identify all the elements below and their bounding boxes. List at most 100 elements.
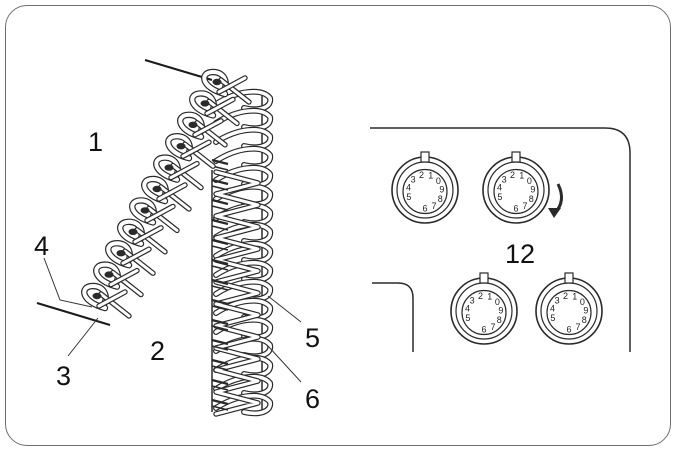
dial-scale-number: 7	[432, 201, 437, 211]
diagonal-cross-thread	[108, 267, 140, 288]
dial-scale-number: 4	[406, 182, 411, 192]
dial-scale-number: 1	[519, 171, 524, 181]
needle-stitch	[211, 245, 229, 251]
dial-scale-number: 8	[582, 315, 587, 325]
needle-stitch	[211, 405, 229, 411]
dial-scale-number: 4	[497, 182, 502, 192]
leader-line-4	[43, 257, 93, 308]
diagonal-cross-thread	[156, 182, 188, 202]
needle-stitch	[211, 285, 229, 291]
needle-stitch	[211, 158, 229, 166]
dial-scale-number: 9	[439, 185, 444, 195]
dial-scale-number: 3	[502, 174, 507, 184]
needle-stitch	[211, 225, 229, 231]
needle-stitch	[211, 365, 229, 371]
diagonal-cross-thread	[218, 77, 252, 105]
thread-tail-top	[144, 59, 213, 81]
leader-line-6	[267, 345, 302, 383]
dial-scale-number: 3	[470, 295, 475, 305]
diagonal-needle-point	[116, 250, 126, 257]
diagonal-cross-thread	[144, 203, 176, 224]
diagonal-needle-point	[92, 292, 102, 300]
diagonal-cross-thread	[182, 141, 216, 169]
dial-scale-number: 0	[495, 297, 500, 307]
machine-panel-inner	[372, 282, 414, 352]
dial-scale-number: 1	[428, 171, 433, 181]
callout-3: 3	[56, 361, 71, 391]
dial-scale-number: 2	[510, 170, 515, 180]
overlock-seam-diagonal	[81, 68, 252, 319]
dial-scale-number: 5	[497, 192, 502, 202]
dial-scale-number: 0	[527, 176, 532, 186]
callout-2: 2	[150, 336, 165, 366]
diagonal-needle-point	[128, 228, 138, 235]
diagonal-needle-point	[152, 185, 162, 193]
thread-tail-bottom	[36, 302, 111, 326]
dial-scale-number: 2	[478, 291, 483, 301]
diagonal-cross-thread	[194, 120, 228, 148]
needle-stitch	[211, 258, 229, 266]
dial-scale-number: 2	[419, 170, 424, 180]
diagonal-cross-thread	[122, 248, 156, 276]
diagonal-cross-thread	[132, 225, 164, 245]
lower-looper-thread	[213, 169, 261, 417]
dial-indicator	[420, 151, 430, 163]
dial-indicator	[479, 272, 489, 284]
needle-stitch	[211, 205, 229, 211]
diagonal-cross-thread	[204, 96, 236, 117]
dial-scale-number: 9	[530, 185, 535, 195]
leader-line-3	[67, 317, 99, 357]
callout-5: 5	[305, 323, 320, 353]
diagonal-needle-point	[188, 121, 198, 128]
callout-12: 12	[505, 239, 535, 269]
diagonal-cross-thread	[134, 227, 168, 255]
dial-scale-number: 4	[465, 303, 470, 313]
dial-scale-number: 5	[465, 313, 470, 323]
diagonal-cross-thread	[180, 139, 212, 159]
dial-scale-number: 7	[576, 322, 581, 332]
overlock-seam-upright	[211, 88, 274, 417]
rotate-arrow-head-icon	[548, 208, 561, 218]
dial-scale-number: 0	[580, 297, 585, 307]
dial-scale-number: 8	[438, 194, 443, 204]
needle-stitch	[211, 185, 229, 191]
diagonal-cross-thread	[192, 118, 224, 138]
diagonal-cross-thread	[216, 75, 248, 95]
dial-indicator	[564, 272, 574, 284]
needle-stitch	[211, 238, 229, 246]
dial-scale-number: 6	[566, 325, 571, 335]
diagonal-needle-point	[212, 78, 222, 86]
needle-stitch	[211, 278, 229, 286]
needle-stitch	[211, 265, 229, 271]
dial-face	[493, 168, 539, 215]
diagonal-cross-thread	[170, 162, 204, 191]
dial-scale-number: 8	[497, 315, 502, 325]
needle-stitch	[211, 385, 229, 391]
dial-face	[461, 289, 507, 336]
leader-line-5	[267, 295, 302, 323]
callout-4: 4	[34, 231, 49, 261]
callout-6: 6	[305, 384, 320, 414]
dial-scale-number: 6	[481, 325, 486, 335]
needle-stitch	[211, 325, 229, 331]
needle-stitch	[211, 218, 229, 226]
dial-scale-number: 3	[555, 295, 560, 305]
dial-scale-number: 3	[411, 174, 416, 184]
needle-stitch	[211, 398, 229, 406]
machine-panel-outline	[370, 127, 631, 352]
diagram-frame	[5, 5, 671, 446]
needle-stitch	[211, 198, 229, 206]
needle-stitch	[211, 338, 229, 346]
needle-stitch	[211, 358, 229, 366]
dial-scale-number: 5	[550, 313, 555, 323]
diagonal-cross-thread	[98, 291, 132, 319]
diagonal-needle-point	[140, 207, 150, 214]
dial-face	[546, 289, 592, 336]
diagonal-cross-thread	[158, 184, 192, 212]
diagonal-cross-thread	[168, 160, 200, 181]
needle-stitch	[211, 318, 229, 326]
